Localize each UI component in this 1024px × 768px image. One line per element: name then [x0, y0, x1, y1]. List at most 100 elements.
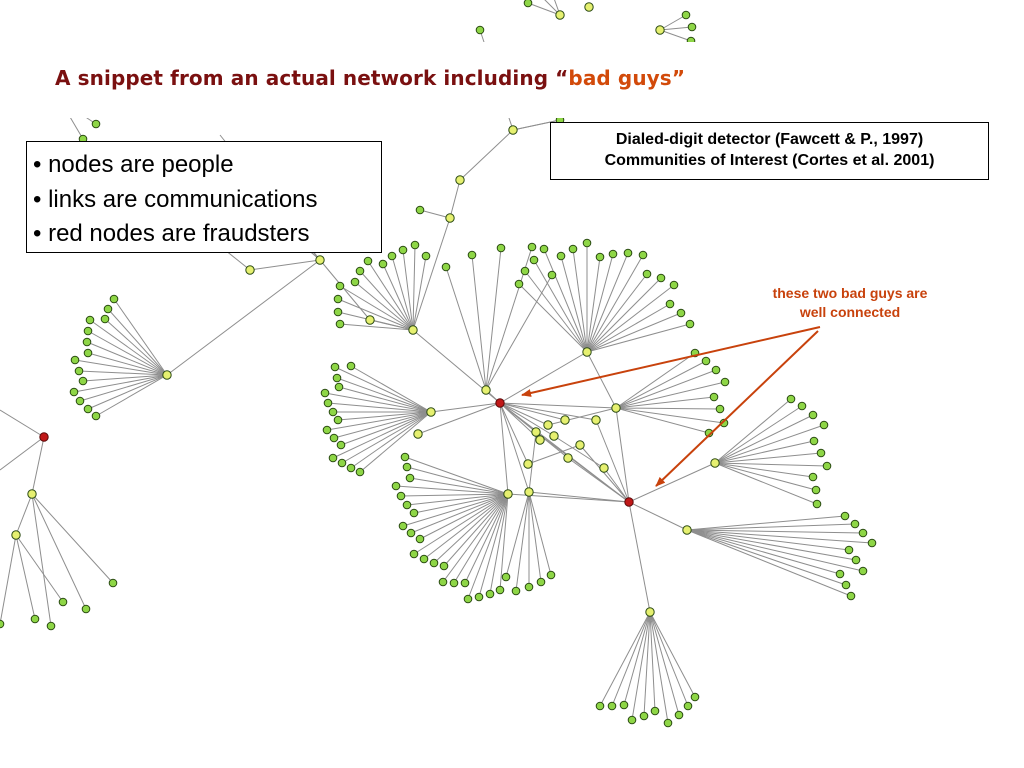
person-node	[811, 485, 821, 495]
person-node	[400, 452, 410, 462]
person-node	[402, 462, 412, 472]
network-link	[87, 330, 168, 376]
network-link	[443, 493, 509, 567]
person-node	[523, 0, 533, 8]
person-node	[844, 545, 854, 555]
hub-node	[27, 489, 37, 499]
hub-node	[245, 265, 255, 275]
network-link	[74, 359, 168, 376]
network-link	[714, 405, 803, 464]
person-node	[808, 410, 818, 420]
hub-node	[365, 315, 375, 325]
person-node	[463, 594, 473, 604]
network-link	[324, 392, 432, 413]
person-node	[46, 621, 56, 631]
network-link	[586, 351, 617, 409]
person-node	[82, 337, 92, 347]
network-link	[714, 462, 828, 467]
network-link	[333, 411, 432, 439]
person-node	[333, 415, 343, 425]
network-link	[547, 407, 617, 426]
network-link	[15, 534, 36, 620]
network-link	[499, 493, 509, 591]
person-node	[846, 591, 856, 601]
network-link	[391, 255, 414, 331]
network-link	[419, 493, 509, 540]
fraudster-node	[495, 398, 505, 408]
network-link	[341, 411, 432, 464]
person-node	[816, 448, 826, 458]
person-node	[514, 279, 524, 289]
network-link	[412, 244, 416, 331]
hub-node	[645, 607, 655, 617]
network-link	[433, 493, 509, 564]
network-link	[464, 493, 509, 584]
annotation-line-2: well connected	[799, 304, 901, 320]
legend-item-links: • links are communications	[33, 185, 318, 213]
network-link	[499, 402, 509, 495]
network-link	[686, 523, 856, 531]
person-node	[719, 418, 729, 428]
network-link	[95, 374, 168, 417]
person-node	[441, 262, 451, 272]
hub-node	[710, 458, 720, 468]
network-link	[518, 283, 588, 353]
network-link	[382, 263, 414, 331]
network-link	[419, 209, 451, 219]
network-link	[0, 409, 45, 438]
person-node	[405, 473, 415, 483]
hub-node	[413, 429, 423, 439]
person-node	[627, 715, 637, 725]
network-link	[543, 248, 588, 353]
network-link	[15, 534, 64, 603]
person-node	[808, 472, 818, 482]
network-link	[560, 255, 588, 353]
network-link	[499, 402, 549, 426]
network-link	[337, 298, 414, 331]
network-link	[505, 491, 530, 578]
person-node	[797, 401, 807, 411]
person-node	[378, 259, 388, 269]
network-link	[104, 318, 168, 376]
arrow-to-fraudster-1	[521, 326, 821, 397]
network-link	[615, 396, 715, 409]
network-link	[615, 360, 707, 409]
person-node	[409, 549, 419, 559]
person-node	[520, 266, 530, 276]
person-node	[337, 458, 347, 468]
network-link	[615, 369, 717, 409]
person-node	[536, 577, 546, 587]
person-node	[439, 561, 449, 571]
network-link	[649, 611, 669, 724]
hub-node	[582, 347, 592, 357]
fraudster-node	[624, 497, 634, 507]
network-link	[595, 419, 630, 503]
network-link	[459, 129, 514, 181]
hub-node	[560, 415, 570, 425]
network-link	[533, 259, 588, 353]
slide-title: A snippet from an actual network includi…	[55, 66, 685, 90]
network-link	[107, 308, 168, 376]
network-link	[586, 284, 675, 353]
person-node	[841, 580, 851, 590]
network-link	[166, 259, 321, 376]
network-link	[628, 501, 651, 613]
hub-node	[655, 25, 665, 35]
person-node	[75, 396, 85, 406]
person-node	[103, 304, 113, 314]
network-link	[649, 611, 656, 712]
person-node	[546, 570, 556, 580]
network-link	[15, 493, 33, 536]
network-link	[354, 281, 414, 331]
person-node	[83, 404, 93, 414]
network-link	[586, 323, 691, 353]
person-node	[100, 314, 110, 324]
person-node	[323, 398, 333, 408]
person-node	[328, 453, 338, 463]
network-link	[524, 270, 588, 353]
person-node	[539, 244, 549, 254]
person-node	[109, 294, 119, 304]
network-link	[499, 402, 617, 409]
person-node	[332, 373, 342, 383]
